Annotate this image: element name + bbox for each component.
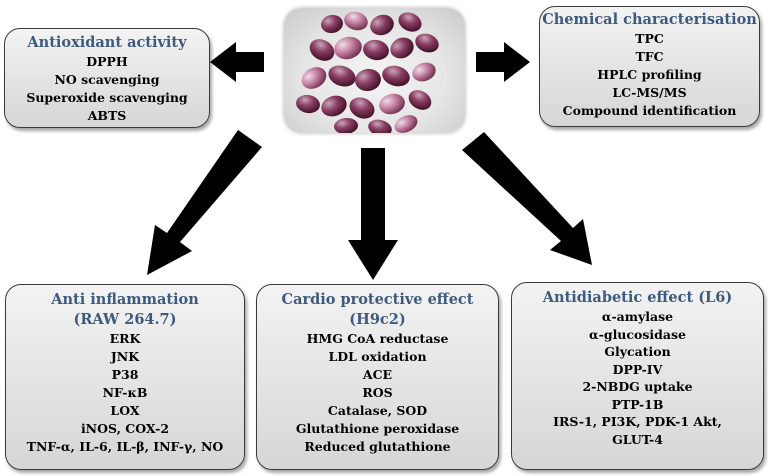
cardio-title: Cardio protective effect: [281, 291, 474, 308]
arrow-left-icon: [210, 42, 264, 82]
chemical-item: HPLC profiling: [597, 67, 702, 82]
seed-icon: [334, 36, 362, 60]
seed-icon: [379, 93, 405, 115]
antioxidant-title: Antioxidant activity: [27, 34, 187, 51]
antidiabetic-item: DPP-IV: [612, 361, 663, 377]
seed-icon: [355, 68, 381, 92]
seed-icon: [415, 33, 439, 53]
seed-icon: [370, 14, 394, 36]
seed-icon: [301, 67, 327, 89]
anti-inflammation-title: Anti inflammation: [51, 291, 199, 308]
seed-icon: [390, 37, 414, 59]
antidiabetic-item: α-glucosidase: [589, 326, 686, 342]
anti-inflammation-item: JNK: [110, 349, 140, 364]
chemical-item: TPC: [635, 31, 664, 46]
seed-icon: [321, 14, 343, 34]
seed-icon: [394, 115, 418, 133]
arrow-down-right-icon: [462, 132, 592, 265]
chemical-item: TFC: [635, 49, 664, 64]
cardio-item: Reduced glutathione: [304, 439, 451, 454]
antidiabetic-item: IRS-1, PI3K, PDK-1 Akt,: [553, 414, 722, 429]
antidiabetic-item: PTP-1B: [611, 396, 664, 412]
anti-inflammation-item: NF-κB: [102, 385, 148, 400]
seed-pile-icon: [296, 11, 439, 137]
anti-inflammation-subtitle: (RAW 264.7): [73, 311, 177, 328]
seed-icon: [321, 95, 347, 117]
antioxidant-item: ABTS: [87, 108, 127, 123]
seed-icon: [382, 65, 410, 87]
cardio-subtitle: (H9c2): [349, 311, 406, 328]
seed-photo: [284, 8, 465, 137]
anti-inflammation-item: ERK: [109, 331, 141, 346]
antidiabetic-item: α-amylase: [601, 309, 674, 324]
anti-inflammation-item: TNF-α, IL-6, IL-β, INF-γ, NO: [26, 439, 224, 454]
seed-icon: [398, 12, 422, 32]
seed-icon: [344, 11, 368, 31]
seed-icon: [412, 62, 436, 82]
seed-icon: [363, 39, 389, 61]
cardio-item: Glutathione peroxidase: [295, 421, 460, 436]
seed-icon: [368, 119, 392, 137]
chemical-item: Compound identification: [562, 103, 737, 118]
arrow-right-icon: [476, 42, 530, 82]
seed-icon: [328, 65, 356, 87]
cardio-item: HMG CoA reductase: [306, 331, 449, 346]
cardio-item: ACE: [362, 367, 393, 382]
antioxidant-item: DPPH: [86, 54, 128, 69]
antioxidant-item: Superoxide scavenging: [26, 90, 188, 105]
antidiabetic-item: 2-NBDG uptake: [582, 379, 693, 394]
cardio-item: LDL oxidation: [328, 349, 427, 364]
cardio-item: ROS: [362, 385, 393, 400]
antidiabetic-box: Antidiabetic effect (L6) α-amylase α-glu…: [511, 282, 764, 470]
antidiabetic-title: Antidiabetic effect (L6): [542, 289, 733, 306]
anti-inflammation-item: iNOS, COX-2: [80, 421, 170, 436]
antioxidant-item: NO scavenging: [54, 72, 160, 87]
anti-inflammation-item: LOX: [110, 403, 140, 418]
arrow-down-left-icon: [147, 130, 262, 275]
seed-icon: [309, 39, 335, 61]
cardio-item: Catalase, SOD: [327, 403, 428, 418]
cardio-protective-box: Cardio protective effect (H9c2) HMG CoA …: [256, 284, 499, 470]
seed-icon: [334, 117, 358, 135]
chemical-item: LC-MS/MS: [612, 85, 687, 100]
antioxidant-box: Antioxidant activity DPPH NO scavenging …: [4, 28, 210, 128]
seed-icon: [296, 94, 320, 114]
anti-inflammation-item: P38: [111, 367, 139, 382]
arrow-down-icon: [348, 148, 398, 280]
anti-inflammation-box: Anti inflammation (RAW 264.7) ERK JNK P3…: [5, 284, 245, 470]
chemical-box: Chemical characterisation TPC TFC HPLC p…: [539, 6, 760, 127]
seed-icon: [408, 90, 432, 110]
antidiabetic-item: GLUT-4: [612, 431, 663, 447]
seed-icon: [349, 97, 375, 119]
chemical-title: Chemical characterisation: [542, 11, 757, 28]
antidiabetic-item: Glycation: [604, 344, 671, 359]
